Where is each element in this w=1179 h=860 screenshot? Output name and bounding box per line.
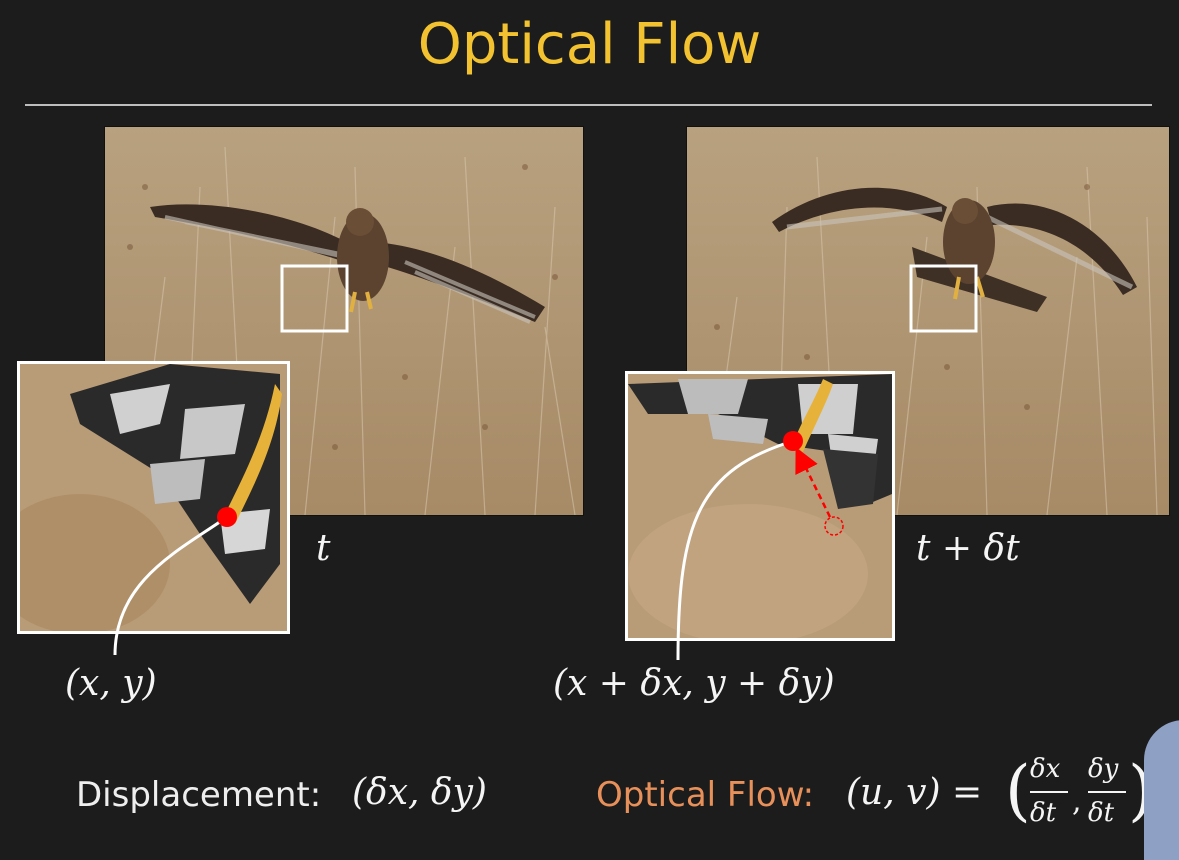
hawk-figure — [772, 187, 1137, 312]
paren-open: ( — [1005, 752, 1031, 829]
frac-x-denominator: δt — [1030, 798, 1057, 828]
optical-flow-lhs: (u, v) = — [846, 772, 983, 813]
presenter-shoulder — [1144, 720, 1179, 860]
displacement-formula: (δx, δy) — [352, 772, 487, 813]
point-label-shifted: (x + δx, y + δy) — [553, 663, 835, 704]
slide-title: Optical Flow — [417, 12, 762, 77]
zoom-inset-t-plus-dt — [625, 371, 895, 641]
time-label-t-plus-dt: t + δt — [916, 528, 1020, 569]
frac-comma: , — [1072, 784, 1082, 819]
frac-y-denominator: δt — [1088, 798, 1115, 828]
region-box-t — [280, 264, 349, 333]
region-box-t-plus-dt — [909, 264, 978, 333]
hawk-figure — [150, 204, 545, 324]
zoom-inset-t — [17, 361, 290, 634]
frac-x-bar — [1030, 791, 1068, 793]
displacement-label: Displacement: — [76, 775, 322, 815]
time-label-t: t — [316, 528, 331, 569]
frac-y-numerator: δy — [1088, 754, 1119, 784]
frac-y-bar — [1088, 791, 1126, 793]
point-label-xy: (x, y) — [65, 663, 157, 704]
title-divider — [25, 104, 1152, 106]
frac-x-numerator: δx — [1030, 754, 1061, 784]
optical-flow-label: Optical Flow: — [596, 775, 815, 815]
